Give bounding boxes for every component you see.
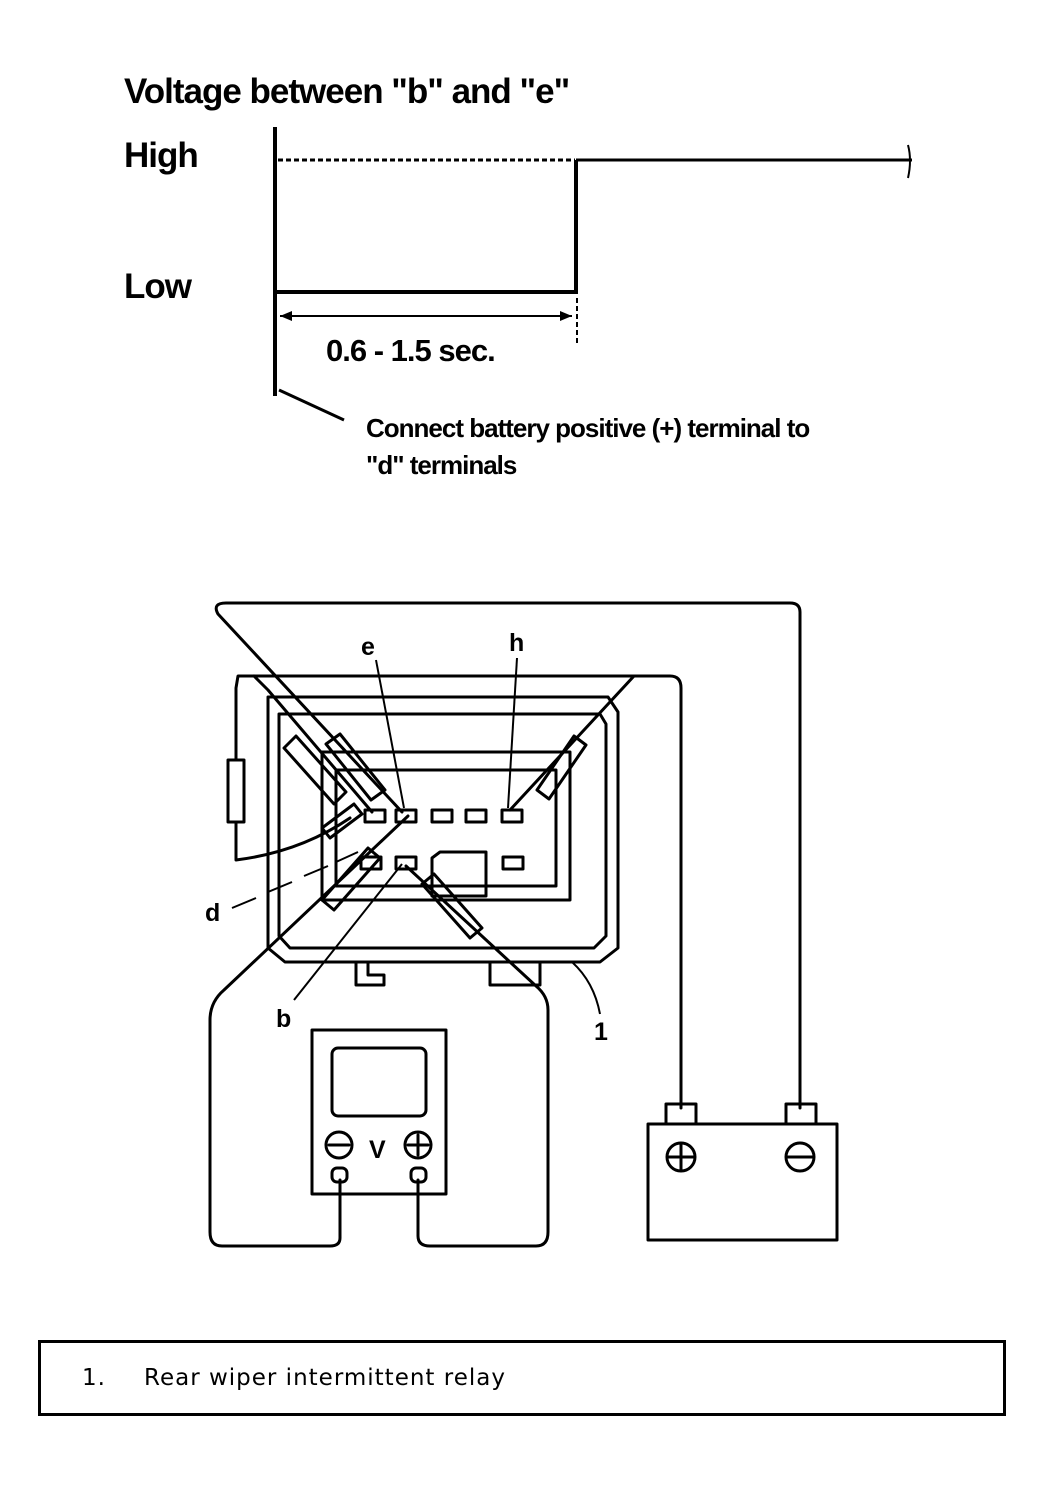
callout-number-1: 1 (594, 1018, 608, 1046)
pin-label-h: h (509, 629, 524, 657)
battery-negative-post (784, 1102, 818, 1126)
leader-d (231, 851, 359, 909)
legend-box (38, 1340, 1006, 1416)
fuse-element (226, 758, 246, 824)
leader-callout-1 (571, 961, 601, 1015)
wire-fuse-to-d (234, 816, 352, 862)
pin-label-d: d (205, 899, 220, 927)
dimension-arrowhead-left (280, 311, 292, 321)
leader-e (375, 659, 405, 809)
terminal-pin-3 (430, 808, 454, 824)
annotation-line-2: "d" terminals (366, 450, 517, 480)
voltmeter-jack-positive (409, 1166, 428, 1184)
battery-positive-symbol (665, 1141, 697, 1173)
probe-e-lower (320, 846, 382, 912)
waveform-break-mark (907, 144, 911, 179)
relay-mount-tab-right (488, 960, 542, 987)
annotation-line-1: Connect battery positive (+) terminal to (366, 413, 810, 443)
voltmeter-positive-terminal (403, 1130, 433, 1160)
terminal-d (363, 808, 387, 824)
wire-voltmeter-positive-to-b (404, 864, 550, 1248)
relay-housing (266, 695, 620, 964)
legend-item-text: Rear wiper intermittent relay (144, 1365, 506, 1391)
relay-connector-inner (334, 768, 558, 888)
terminal-e (394, 808, 418, 824)
chart-title: Voltage between "b" and "e" (124, 72, 570, 111)
voltage-waveform (273, 127, 912, 422)
voltmeter-negative-terminal (324, 1130, 354, 1160)
level-low-label: Low (124, 267, 192, 306)
leader-h (507, 657, 518, 809)
wire-d-jumper (252, 674, 374, 814)
battery-body (646, 1122, 839, 1242)
voltmeter-v-label: V (369, 1136, 386, 1164)
wire-voltmeter-negative-to-e (208, 814, 410, 1248)
duration-label: 0.6 - 1.5 sec. (326, 333, 496, 368)
annotation-leader-line (278, 388, 345, 422)
legend-item-number: 1. (82, 1365, 106, 1391)
terminal-b (394, 855, 418, 871)
relay-connector-recess (320, 750, 572, 902)
voltmeter-jack-negative (330, 1166, 349, 1184)
voltmeter-display (330, 1046, 428, 1118)
pin-label-e: e (361, 633, 375, 661)
battery-positive-post (664, 1102, 698, 1126)
probe-e (324, 732, 387, 802)
relay-mount-tab-left (354, 960, 386, 987)
wire-battery-positive-to-h (508, 674, 683, 1110)
wire-battery-negative-to-e (214, 601, 802, 1110)
probe-d-top (282, 734, 348, 806)
wire-positive-to-d (234, 674, 636, 762)
terminal-pin-4 (464, 808, 488, 824)
probe-d-side (320, 802, 364, 840)
dimension-arrowhead-right (560, 311, 572, 321)
terminal-pin-lower-4 (501, 855, 525, 871)
terminal-h (500, 808, 524, 824)
connect-battery-annotation: Connect battery positive (+) terminal to… (366, 410, 926, 484)
pin-label-b: b (276, 1005, 291, 1033)
level-high-label: High (124, 136, 199, 175)
leader-b (293, 863, 403, 1001)
wiring-diagram: e h d b 1 V (205, 601, 839, 1248)
probe-h (535, 734, 588, 801)
relay-keyway (430, 850, 488, 898)
voltmeter-body (310, 1028, 448, 1196)
probe-b (420, 872, 484, 940)
battery-negative-symbol (784, 1141, 816, 1173)
